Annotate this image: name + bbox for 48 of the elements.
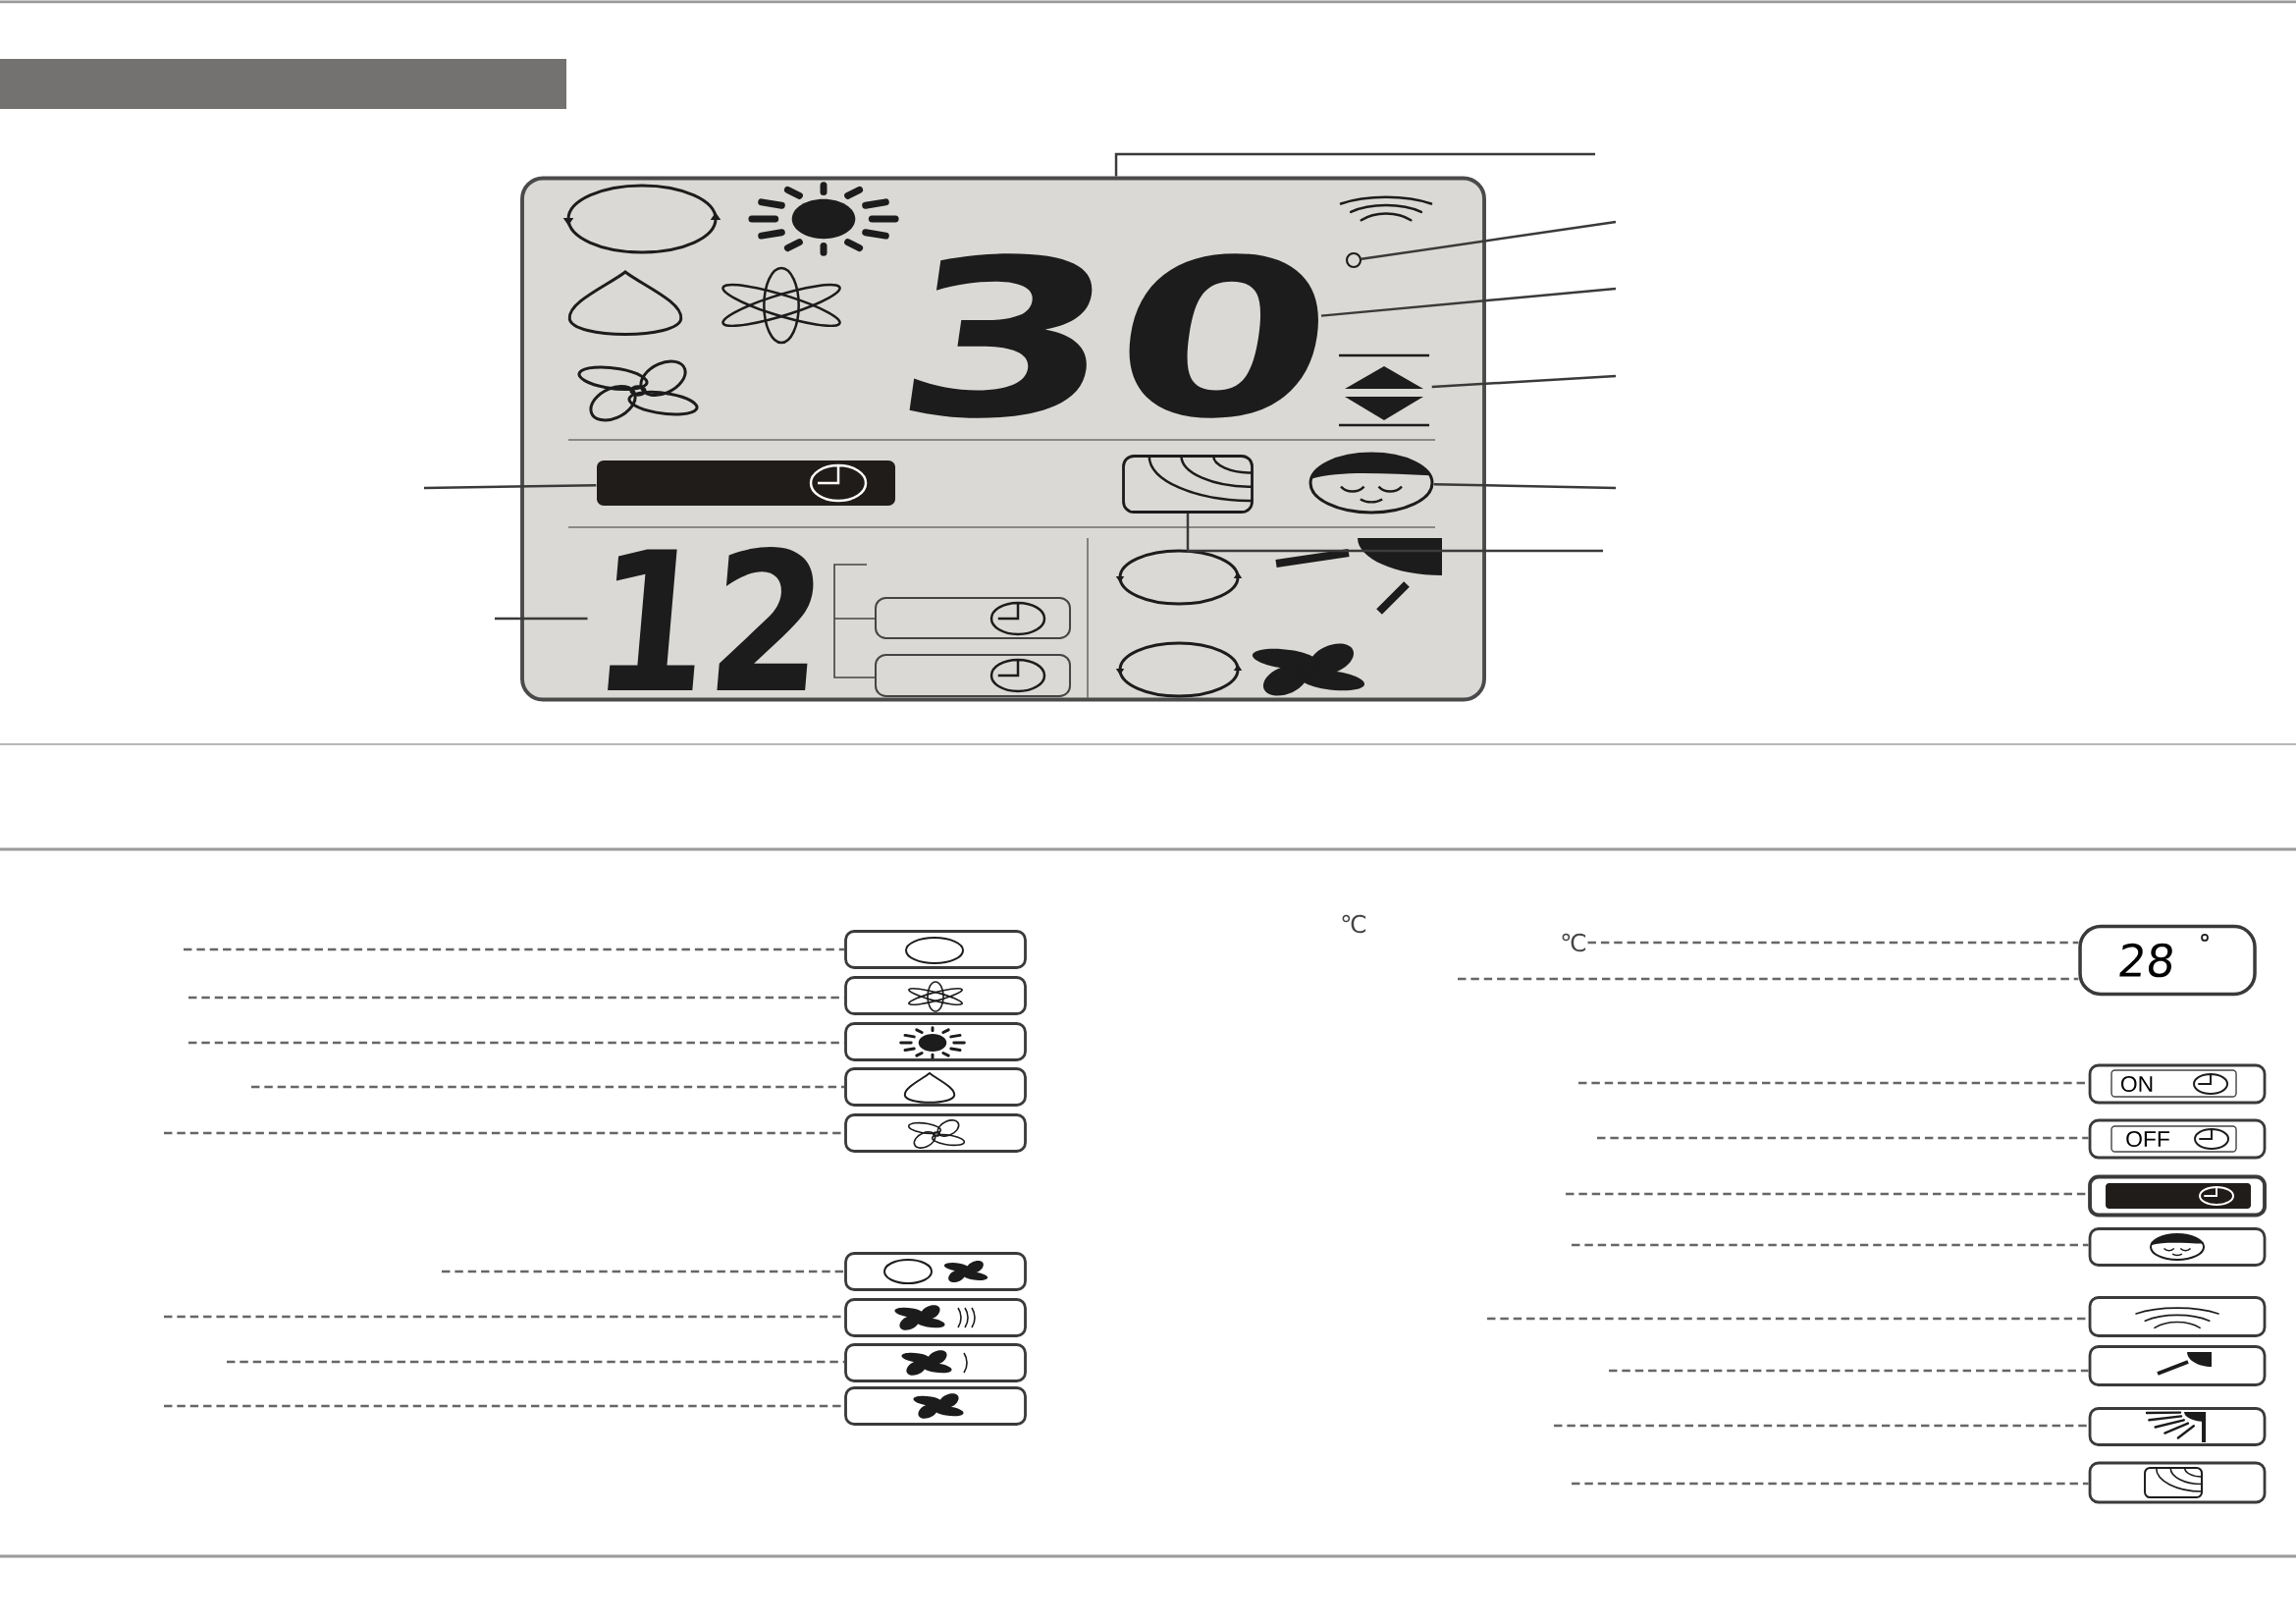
leader-line <box>424 484 597 490</box>
leader-line <box>1114 152 1596 177</box>
swing-icon <box>1122 455 1254 514</box>
icon-box <box>844 930 1027 969</box>
leader-line <box>1572 1243 2089 1247</box>
icon-box <box>2088 1461 2267 1504</box>
icon-box <box>844 1022 1027 1061</box>
timer-icon-box: OFF <box>2088 1118 2267 1160</box>
leader-line <box>1186 513 1603 553</box>
leader-line <box>1597 1136 2089 1140</box>
lcd-digits: 12 <box>608 546 814 690</box>
leader-line <box>1320 287 1617 317</box>
icon-box <box>844 1113 1027 1153</box>
leader-line <box>1458 977 2079 981</box>
leader-line <box>1609 1369 2089 1373</box>
timer-icon-box: ON <box>2088 1063 2267 1105</box>
icon-box <box>844 976 1027 1015</box>
leader-line <box>1433 483 1617 490</box>
lcd-panel <box>520 176 1486 702</box>
icon-box <box>844 1343 1027 1382</box>
unit-symbol: ℃ <box>1342 914 1366 934</box>
leader-line <box>1587 941 2079 945</box>
timer-bar <box>597 460 895 506</box>
icon-box <box>844 1252 1027 1291</box>
leader-line <box>184 947 845 951</box>
lcd-digits: 30 <box>909 253 1318 418</box>
icon-box <box>844 1386 1027 1426</box>
unit-symbol: ℃ <box>1562 933 1586 952</box>
timer-icon-box <box>2088 1174 2267 1218</box>
leader-line <box>227 1360 845 1364</box>
icon-box <box>844 1298 1027 1337</box>
leader-line <box>1431 374 1617 389</box>
leader-line <box>1554 1424 2089 1428</box>
temperature-box: 28 <box>2078 924 2257 997</box>
icon-box <box>844 1067 1027 1107</box>
leader-line <box>1361 220 1617 261</box>
face-icon <box>1308 452 1434 514</box>
leader-line <box>1572 1482 2089 1486</box>
icon-box <box>2088 1296 2267 1337</box>
icon-box <box>2088 1227 2267 1267</box>
leader-line <box>251 1085 845 1089</box>
icon-box <box>2088 1345 2267 1386</box>
degree-mark <box>1345 251 1362 269</box>
leader-line <box>442 1270 845 1273</box>
arrow-icon <box>1339 353 1430 427</box>
title-bar <box>0 59 566 109</box>
leader-line <box>495 617 588 621</box>
icon-box <box>2088 1407 2267 1446</box>
